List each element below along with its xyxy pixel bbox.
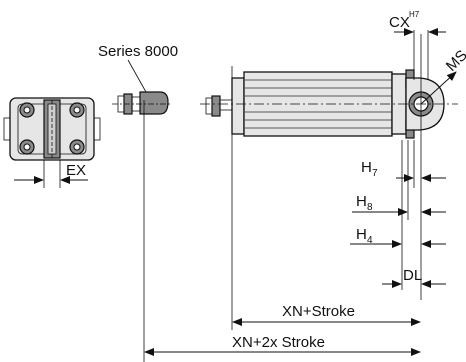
h8-dimension: H 8 [352,140,446,220]
h7-subscript: 7 [372,168,378,179]
cx-dimension: CX H7 [389,10,446,80]
ms-label: MS [443,47,466,75]
h4-subscript: 4 [367,235,373,246]
dl-dimension: DL [382,252,446,290]
cx-label: CX [389,14,410,31]
h7-dimension: H 7 [361,140,446,188]
rod-end-fitting: Series 8000 [98,43,178,362]
corner-bolt [19,102,35,118]
cx-tolerance: H7 [409,10,420,19]
corner-bolt [69,139,85,155]
h7-label: H [361,159,372,176]
h8-subscript: 8 [367,202,373,213]
xn-2stroke-label: XN+2x Stroke [232,334,325,351]
ex-label: EX [66,162,86,179]
corner-bolt [19,139,35,155]
end-view: EX [3,97,101,188]
cylinder-side-view [200,34,458,300]
xn-2stroke-dimension: XN+2x Stroke [144,334,421,356]
xn-stroke-label: XN+Stroke [282,303,355,320]
series-label: Series 8000 [98,43,178,60]
h4-label: H [356,226,367,243]
dl-label: DL [403,267,422,284]
h8-label: H [356,193,367,210]
barrel-ribs [244,79,392,129]
h4-dimension: H 4 [350,140,446,252]
corner-bolt [69,102,85,118]
xn-stroke-dimension: XN+Stroke [231,66,421,330]
